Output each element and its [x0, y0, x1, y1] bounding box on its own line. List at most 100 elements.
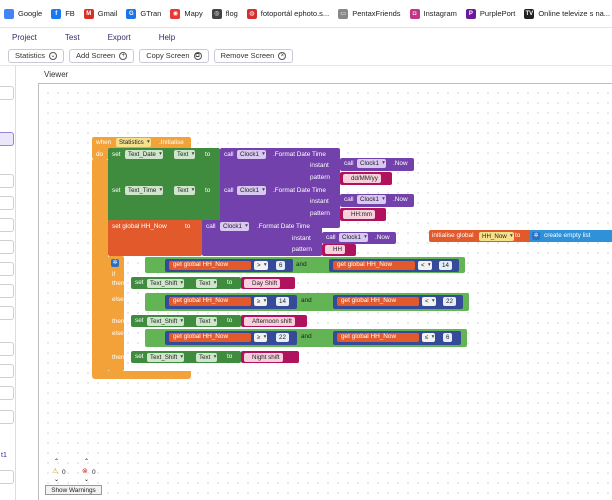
- property-dropdown[interactable]: Text: [196, 279, 218, 288]
- remove-screen-label: Remove Screen: [220, 51, 275, 60]
- drawer-item[interactable]: [0, 364, 14, 378]
- drawer-item[interactable]: [0, 386, 14, 400]
- show-warnings-button[interactable]: Show Warnings: [45, 485, 102, 495]
- initialise-label: .Initialise: [159, 139, 184, 146]
- menu-export[interactable]: Export: [107, 32, 131, 42]
- bookmark-item[interactable]: ◘Instagram: [409, 8, 457, 19]
- bookmark-item[interactable]: ◉Mapy: [170, 8, 203, 19]
- drawer-item[interactable]: [0, 240, 14, 254]
- clock-dropdown[interactable]: Clock1: [237, 150, 266, 159]
- drawer-item[interactable]: [0, 218, 14, 232]
- drawer-item[interactable]: [0, 410, 14, 424]
- property-dropdown[interactable]: Text: [174, 186, 196, 195]
- get-global-label: get global HH_Now: [337, 261, 393, 268]
- drawer-item[interactable]: [0, 470, 14, 484]
- drawer-item[interactable]: [0, 174, 14, 188]
- menu-bar: Project Test Export Help: [0, 28, 612, 46]
- clock-dropdown[interactable]: Clock1: [357, 159, 386, 168]
- chevron-down-icon[interactable]: ⌄: [54, 477, 60, 483]
- blocks-workspace[interactable]: when Statistics .Initialise do set Text_…: [38, 83, 612, 500]
- clock-dropdown[interactable]: Clock1: [339, 233, 368, 242]
- shift-string[interactable]: Afternoon shift: [244, 317, 295, 326]
- variable-name-field[interactable]: HH_Now: [479, 232, 514, 241]
- drawer-item[interactable]: [0, 306, 14, 320]
- set-global-hh-now-block[interactable]: [108, 220, 202, 256]
- number-literal[interactable]: 22: [276, 333, 289, 342]
- chevron-up-icon[interactable]: ⌃: [84, 459, 90, 465]
- pattern-string[interactable]: HH: [325, 245, 345, 254]
- drawer-item[interactable]: [0, 342, 14, 356]
- bookmark-label: Mapy: [184, 9, 203, 18]
- clock-dropdown[interactable]: Clock1: [237, 186, 266, 195]
- drawer-item[interactable]: [0, 284, 14, 298]
- operator-dropdown[interactable]: <: [418, 261, 432, 270]
- else-if-label: else if: [112, 296, 129, 303]
- menu-project[interactable]: Project: [12, 32, 37, 42]
- pattern-string[interactable]: HH:mm: [343, 210, 375, 219]
- component-dropdown[interactable]: Text_Time: [125, 186, 164, 195]
- number-literal[interactable]: 22: [443, 297, 456, 306]
- gear-icon[interactable]: ✲: [111, 259, 119, 267]
- clock-dropdown[interactable]: Clock1: [220, 222, 249, 231]
- pattern-string[interactable]: dd/MM/yy: [343, 174, 381, 183]
- component-dropdown[interactable]: Text_Date: [125, 150, 163, 159]
- now-label: .Now: [393, 196, 408, 203]
- menu-help[interactable]: Help: [158, 32, 176, 42]
- number-literal[interactable]: 14: [439, 261, 452, 270]
- clock-dropdown[interactable]: Clock1: [357, 195, 386, 204]
- to-label: to: [205, 151, 211, 158]
- property-dropdown[interactable]: Text: [174, 150, 196, 159]
- bookmark-item[interactable]: Google: [4, 8, 42, 19]
- bookmark-favicon-icon: TV: [524, 8, 535, 19]
- drawer-item[interactable]: [0, 262, 14, 276]
- if-block-spine[interactable]: [108, 256, 124, 371]
- component-dropdown[interactable]: Text_Shift: [147, 279, 185, 288]
- shift-string[interactable]: Night shift: [244, 353, 283, 362]
- create-empty-list-block[interactable]: [529, 230, 612, 242]
- screen-dropdown[interactable]: Statistics: [116, 138, 151, 147]
- screen-select-button[interactable]: Statistics ⌄: [8, 48, 65, 63]
- add-screen-button[interactable]: Add Screen +: [69, 48, 135, 63]
- number-literal[interactable]: 6: [443, 333, 453, 342]
- operator-dropdown[interactable]: ≥: [254, 333, 268, 342]
- operator-dropdown[interactable]: ≤: [422, 333, 436, 342]
- bookmark-item[interactable]: ▭PentaxFriends: [338, 8, 401, 19]
- get-global-block[interactable]: [333, 261, 415, 270]
- drawer-item-selected[interactable]: [0, 132, 14, 146]
- menu-test[interactable]: Test: [64, 32, 80, 42]
- get-global-block[interactable]: [169, 261, 251, 270]
- bookmark-favicon-icon: M: [83, 8, 94, 19]
- remove-screen-button[interactable]: Remove Screen ×: [213, 48, 294, 63]
- get-global-block[interactable]: [169, 333, 251, 342]
- property-dropdown[interactable]: Text: [196, 317, 218, 326]
- get-global-block[interactable]: [169, 297, 251, 306]
- bookmark-item[interactable]: ◍fotoportál ephoto.s...: [246, 8, 329, 19]
- operator-dropdown[interactable]: ≥: [254, 297, 268, 306]
- component-dropdown[interactable]: Text_Shift: [147, 353, 185, 362]
- chevron-up-icon[interactable]: ⌃: [54, 459, 60, 465]
- operator-dropdown[interactable]: <: [422, 297, 436, 306]
- number-literal[interactable]: 6: [276, 261, 286, 270]
- gear-icon[interactable]: ✲: [532, 232, 540, 240]
- drawer-item[interactable]: [0, 86, 14, 100]
- call-label: call: [224, 187, 234, 194]
- component-dropdown[interactable]: Text_Shift: [147, 317, 185, 326]
- operator-dropdown[interactable]: >: [254, 261, 268, 270]
- method-label: .Format Date Time: [257, 223, 310, 230]
- bookmark-item[interactable]: ◎flog: [211, 8, 238, 19]
- shift-string[interactable]: Day Shift: [244, 279, 281, 288]
- copy-screen-button[interactable]: Copy Screen ⧉: [139, 48, 209, 63]
- number-literal[interactable]: 14: [276, 297, 289, 306]
- get-global-block[interactable]: [337, 297, 419, 306]
- drawer-item[interactable]: [0, 196, 14, 210]
- get-global-block[interactable]: [337, 333, 419, 342]
- property-dropdown[interactable]: Text: [196, 353, 218, 362]
- drawer-item-fragment: t1: [1, 452, 7, 459]
- chevron-down-icon[interactable]: ⌄: [84, 477, 90, 483]
